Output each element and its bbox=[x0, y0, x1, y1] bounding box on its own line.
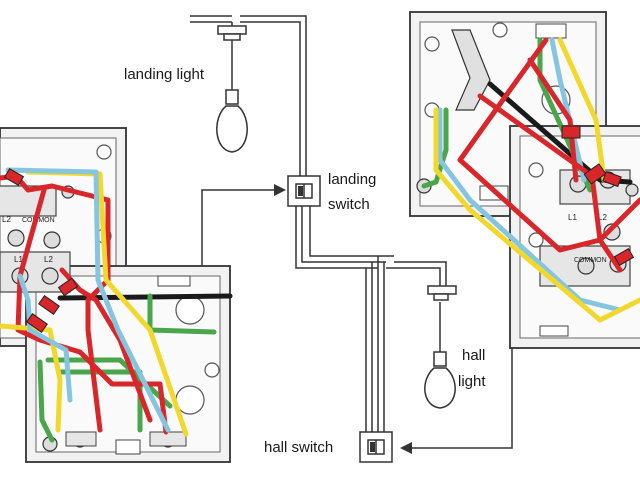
hall-bulb bbox=[424, 351, 456, 409]
left-terminal-l2-upper: L2 bbox=[2, 215, 11, 224]
landing-light-label: landing light bbox=[124, 66, 205, 83]
left-switch-assembly: L2 COMMON L1 L2 bbox=[0, 127, 233, 463]
right-switch-assembly: L1 L2 COMMON bbox=[409, 11, 640, 349]
left-terminal-l2-lower: L2 bbox=[44, 255, 53, 264]
hall-light-label-line1: hall bbox=[462, 347, 486, 364]
schematic-wiring bbox=[190, 15, 513, 449]
left-terminal-l1: L1 bbox=[14, 255, 23, 264]
arrow-landing bbox=[274, 184, 286, 196]
landing-bulb bbox=[216, 89, 248, 153]
landing-switch-plate bbox=[287, 175, 321, 207]
right-terminal-l2: L2 bbox=[598, 213, 607, 222]
arrow-hall bbox=[400, 442, 412, 454]
right-terminal-common: COMMON bbox=[574, 257, 607, 264]
landing-switch-label-line1: landing bbox=[328, 171, 377, 188]
hall-ceiling-rose bbox=[427, 285, 457, 301]
hall-light-label-line2: light bbox=[458, 373, 486, 390]
hall-switch-plate bbox=[359, 431, 393, 463]
landing-ceiling-rose bbox=[217, 25, 247, 41]
left-terminal-common: COMMON bbox=[22, 217, 55, 224]
hall-switch-label: hall switch bbox=[264, 439, 334, 456]
landing-switch-label-line2: switch bbox=[328, 196, 370, 213]
right-terminal-l1: L1 bbox=[568, 213, 577, 222]
